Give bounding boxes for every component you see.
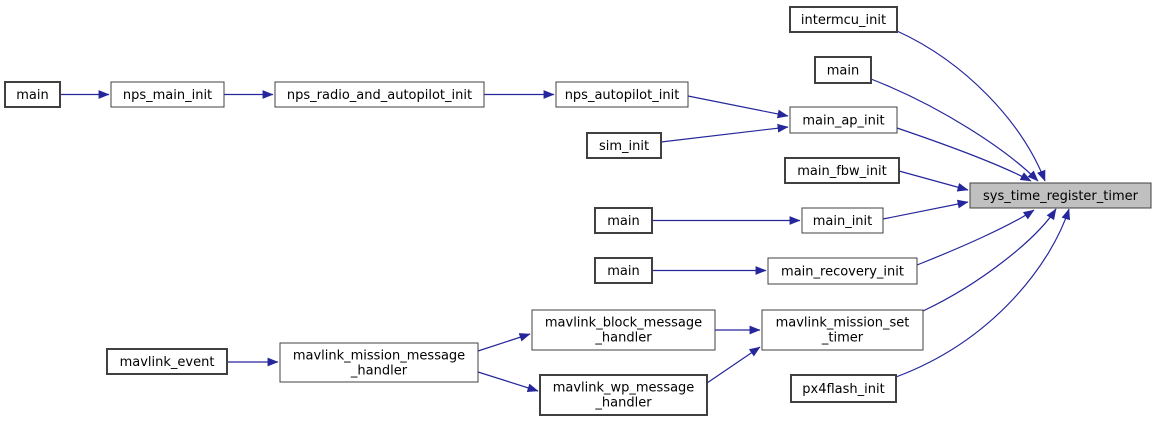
node-mavlink_block_message_handler-line1: mavlink_block_message — [545, 316, 702, 331]
node-mavlink_block_message_handler-line2: _handler — [594, 331, 652, 346]
node-sim_init-label: sim_init — [599, 139, 649, 154]
node-main_ap_init[interactable]: main_ap_init — [789, 106, 898, 134]
node-main-init-caller[interactable]: main — [594, 207, 653, 234]
node-nps_main_init[interactable]: nps_main_init — [110, 81, 225, 108]
node-sys_time_register_timer-label: sys_time_register_timer — [983, 189, 1139, 204]
node-nps_radio_and_autopilot_init[interactable]: nps_radio_and_autopilot_init — [274, 81, 485, 108]
node-mavlink_wp_message_handler-line2: _handler — [594, 396, 652, 411]
node-mavlink_mission_set_timer-line2: _timer — [821, 331, 864, 346]
edge-main_fbw_init-to-sys_time_register_timer — [898, 170, 969, 192]
node-main-recovery-caller[interactable]: main — [594, 257, 653, 284]
edge-px4flash_init-to-sys_time_register_timer — [895, 208, 1070, 378]
node-main_recovery_init[interactable]: main_recovery_init — [767, 257, 918, 285]
node-px4flash_init-label: px4flash_init — [802, 382, 884, 397]
edge-sim_init-to-main_ap_init — [660, 123, 789, 143]
node-mavlink_mission_set_timer[interactable]: mavlink_mission_set _timer — [761, 309, 924, 351]
edge-nps_autopilot_init-to-main_ap_init — [687, 95, 789, 119]
edge-main_recovery_init-to-sys_time_register_timer — [916, 209, 1035, 266]
edge-main_ap_init-to-sys_time_register_timer — [896, 127, 1032, 182]
node-main_recovery_init-label: main_recovery_init — [781, 265, 904, 280]
node-mavlink_mission_message_handler[interactable]: mavlink_mission_message _handler — [279, 342, 479, 383]
edge-mavlink_mission_message_handler-to-mavlink_block_message_handler — [477, 333, 531, 352]
node-mavlink_mission_set_timer-line1: mavlink_mission_set — [776, 316, 910, 331]
edge-main-top-to-sys_time_register_timer — [870, 78, 1039, 182]
node-main_fbw_init[interactable]: main_fbw_init — [784, 157, 900, 184]
node-mavlink_wp_message_handler-line1: mavlink_wp_message — [553, 381, 695, 396]
node-px4flash_init[interactable]: px4flash_init — [790, 374, 897, 403]
edges — [60, 30, 1070, 393]
node-intermcu_init[interactable]: intermcu_init — [789, 6, 898, 33]
node-main-init-caller-label: main — [607, 214, 639, 229]
edge-main_init-to-sys_time_register_timer — [882, 199, 969, 220]
node-main_init-label: main_init — [813, 214, 873, 229]
node-mavlink_wp_message_handler[interactable]: mavlink_wp_message _handler — [539, 374, 708, 416]
edge-mavlink_mission_set_timer-to-sys_time_register_timer — [922, 208, 1057, 312]
edge-intermcu_init-to-sys_time_register_timer — [896, 30, 1046, 182]
node-nps_radio_and_autopilot_init-label: nps_radio_and_autopilot_init — [287, 88, 472, 103]
node-mavlink_event-label: mavlink_event — [120, 355, 215, 370]
node-intermcu_init-label: intermcu_init — [801, 13, 886, 28]
edge-mavlink_wp_message_handler-to-mavlink_mission_set_timer — [706, 346, 761, 384]
nodes: main nps_main_init nps_radio_and_autopil… — [4, 6, 1152, 416]
node-main_init[interactable]: main_init — [801, 207, 884, 234]
node-nps_autopilot_init-label: nps_autopilot_init — [565, 88, 680, 103]
node-main-nps-label: main — [16, 88, 48, 103]
node-main_ap_init-label: main_ap_init — [802, 114, 884, 129]
node-mavlink_mission_message_handler-line2: _handler — [350, 364, 408, 379]
node-mavlink_mission_message_handler-line1: mavlink_mission_message — [293, 349, 465, 364]
node-main_fbw_init-label: main_fbw_init — [797, 164, 887, 179]
node-nps_autopilot_init[interactable]: nps_autopilot_init — [555, 81, 689, 108]
node-sys_time_register_timer: sys_time_register_timer — [969, 182, 1152, 209]
node-sim_init[interactable]: sim_init — [586, 132, 662, 159]
node-mavlink_event[interactable]: mavlink_event — [106, 348, 228, 375]
node-main-top[interactable]: main — [814, 56, 872, 84]
node-main-nps[interactable]: main — [4, 81, 61, 108]
node-nps_main_init-label: nps_main_init — [123, 88, 212, 103]
node-main-top-label: main — [827, 64, 859, 79]
edge-mavlink_mission_message_handler-to-mavlink_wp_message_handler — [477, 371, 539, 393]
node-main-recovery-caller-label: main — [607, 264, 639, 279]
node-mavlink_block_message_handler[interactable]: mavlink_block_message _handler — [531, 309, 716, 351]
